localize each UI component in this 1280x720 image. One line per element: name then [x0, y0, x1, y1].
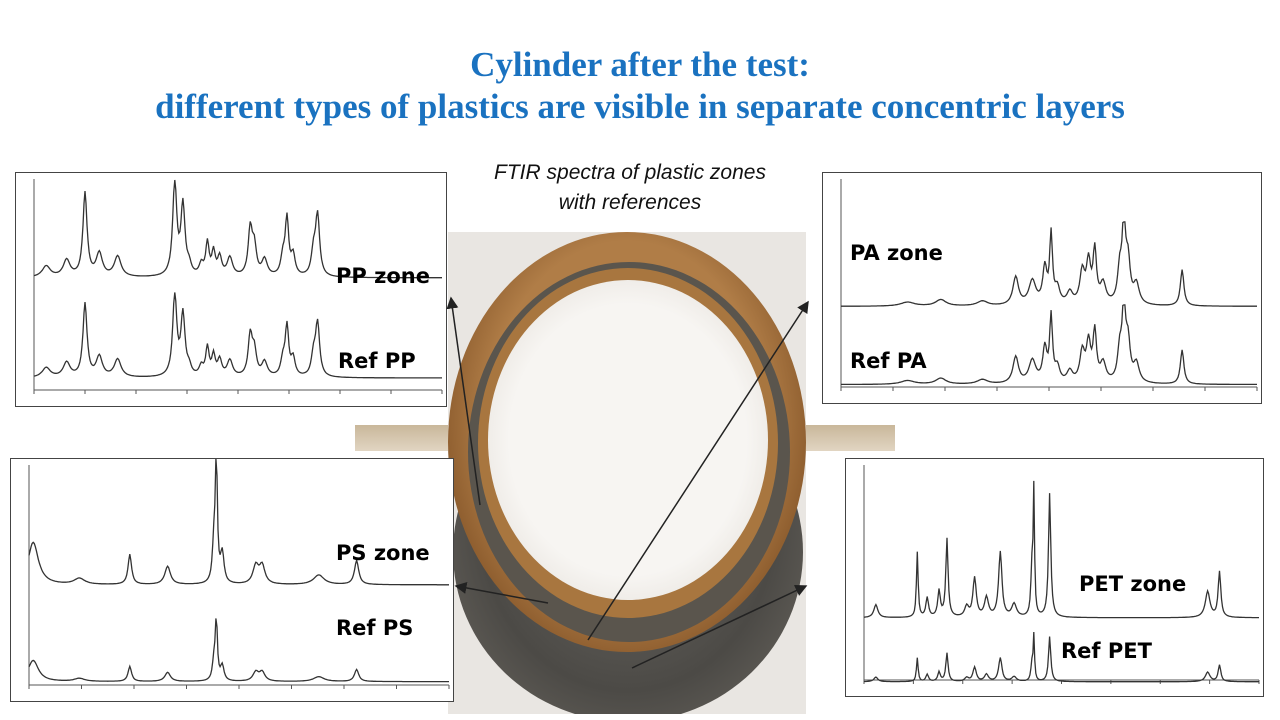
ref-ps-label: Ref PS	[336, 616, 414, 640]
pp-spectrum-chart	[33, 179, 443, 394]
slide-title-line2: different types of plastics are visible …	[155, 87, 1125, 126]
pet-zone-label: PET zone	[1079, 572, 1187, 596]
caption: FTIR spectra of plastic zones with refer…	[440, 158, 820, 218]
ref-pet-label: Ref PET	[1061, 639, 1152, 663]
ref-pp-label: Ref PP	[338, 349, 416, 373]
ps-zone-spectrum	[28, 459, 449, 586]
ps-spectrum-panel: PS zone Ref PS	[10, 458, 454, 702]
pp-reference-spectrum	[33, 292, 442, 379]
pp-zone-spectrum	[33, 179, 442, 279]
pa-spectrum-panel: PA zone Ref PA	[822, 172, 1262, 404]
pet-spectrum-chart	[863, 465, 1260, 684]
ps-zone-label: PS zone	[336, 541, 430, 565]
ps-reference-spectrum	[28, 618, 449, 683]
pp-spectrum-panel: PP zone Ref PP	[15, 172, 447, 407]
slide-title-line1: Cylinder after the test:	[470, 45, 810, 84]
cylinder-hollow	[488, 280, 768, 600]
pp-zone-label: PP zone	[336, 264, 430, 288]
pa-zone-spectrum	[841, 221, 1257, 307]
pa-spectrum-chart	[840, 179, 1258, 391]
ps-spectrum-chart	[28, 459, 450, 689]
pa-zone-label: PA zone	[850, 241, 943, 265]
ref-pa-label: Ref PA	[850, 349, 927, 373]
pet-spectrum-panel: PET zone Ref PET	[845, 458, 1264, 697]
axes	[28, 465, 449, 686]
caption-line1: FTIR spectra of plastic zones	[494, 161, 766, 184]
cylinder-photo	[448, 232, 806, 714]
pet-zone-spectrum	[863, 480, 1259, 619]
pa-reference-spectrum	[841, 304, 1257, 386]
caption-line2: with references	[558, 191, 702, 214]
pet-reference-spectrum	[863, 631, 1259, 683]
